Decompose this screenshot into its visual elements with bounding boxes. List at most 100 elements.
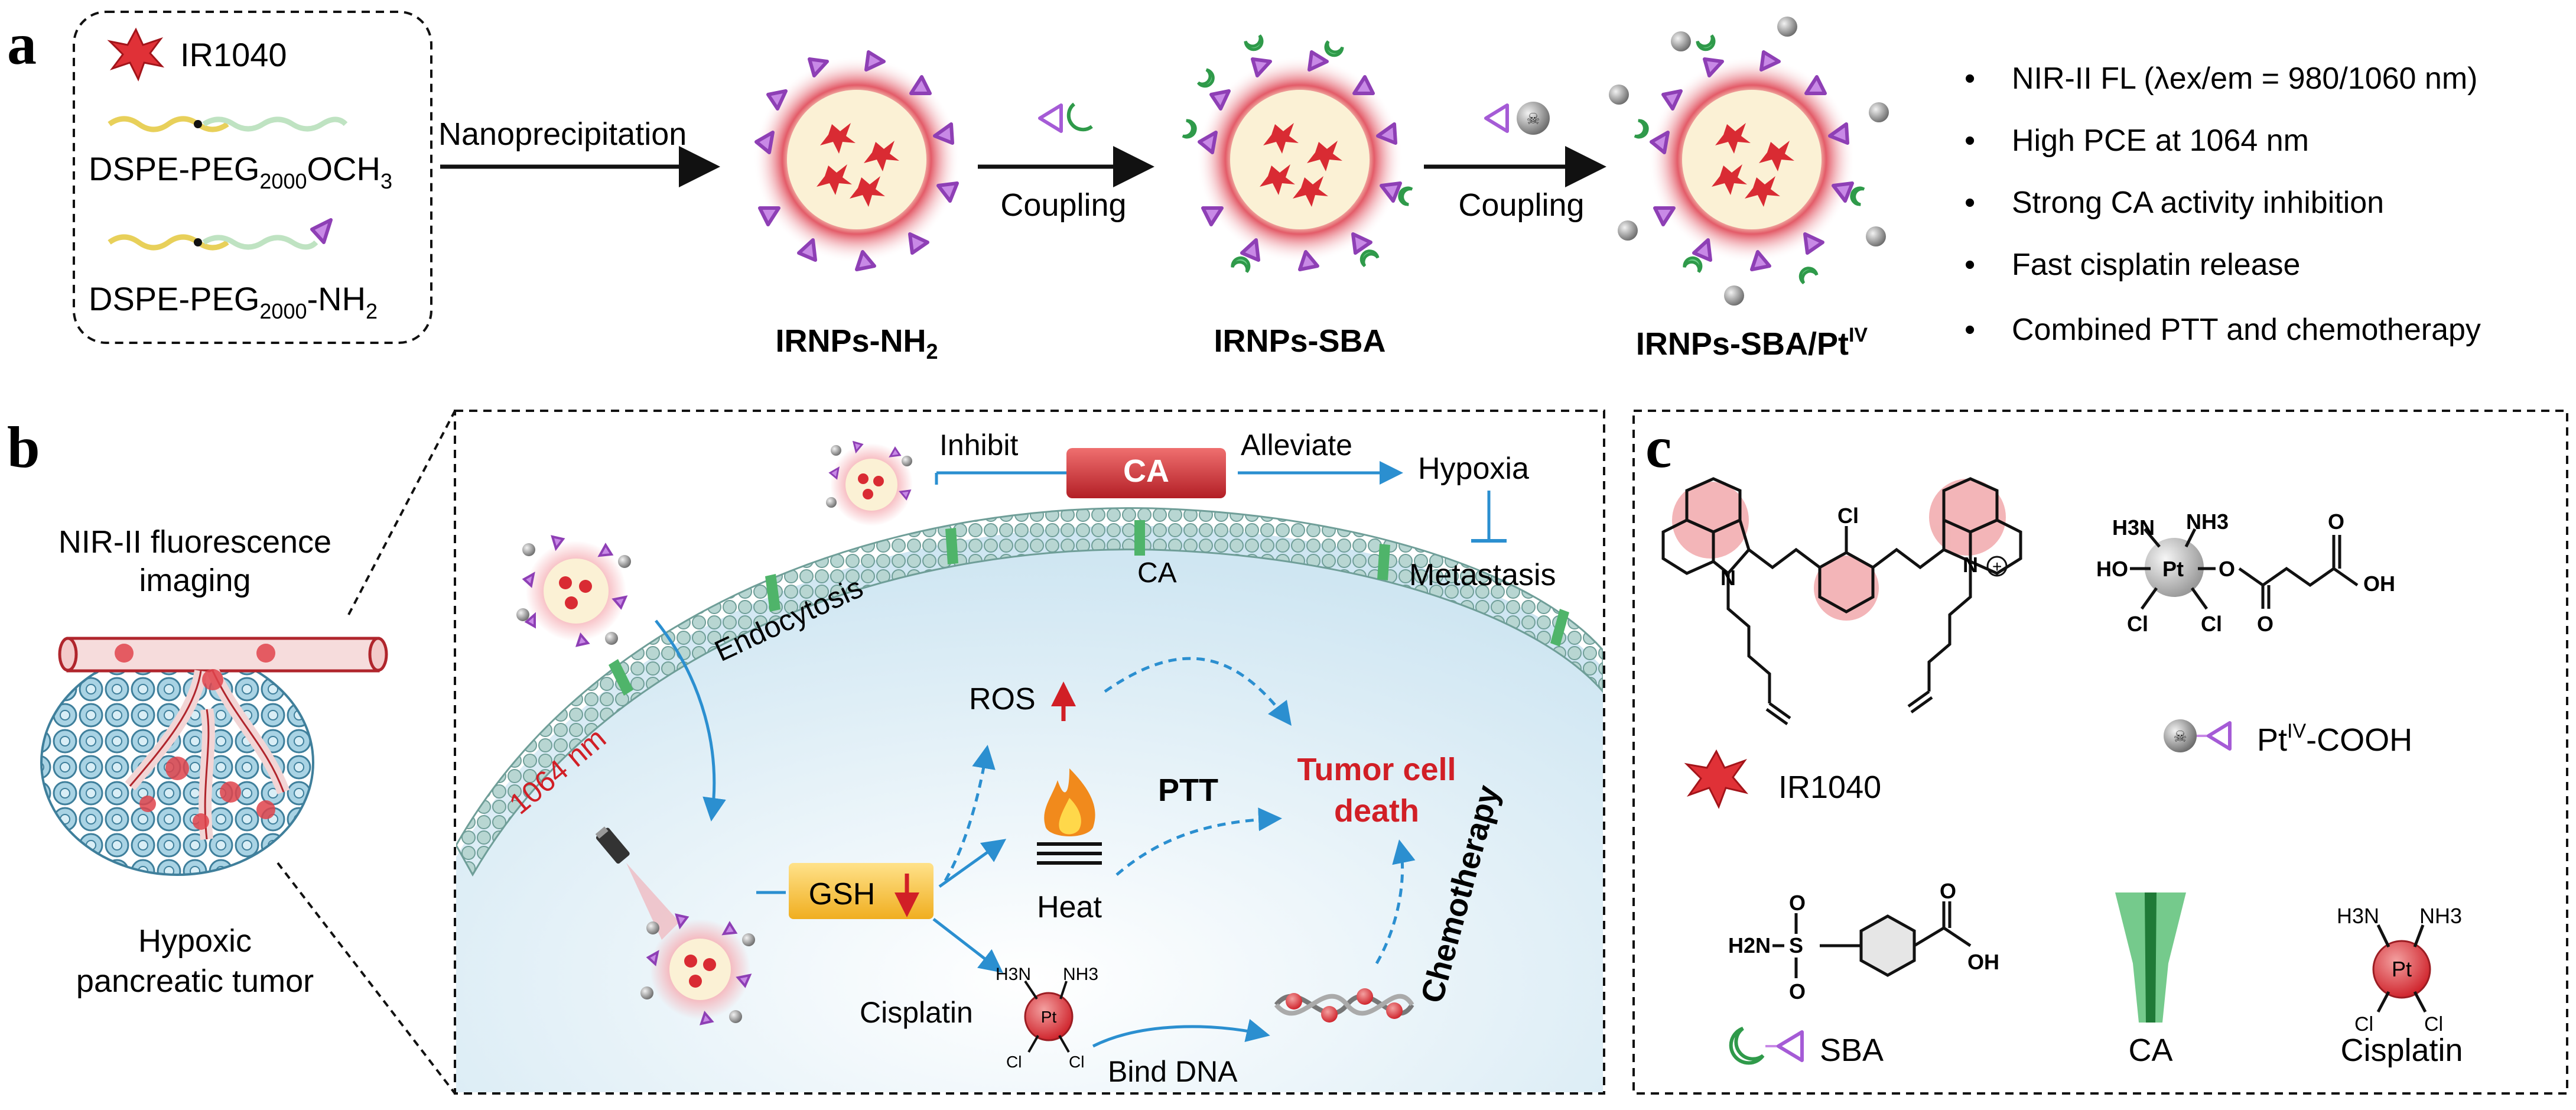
tumor-illustration bbox=[40, 637, 388, 876]
panel-a-letter: a bbox=[7, 11, 37, 77]
sba-ligands-icon bbox=[754, 50, 959, 271]
endocytosis-arrow bbox=[655, 619, 726, 822]
ptiv-oh: OH bbox=[2363, 572, 2395, 596]
tumor-death-line1: Tumor cell bbox=[1297, 752, 1456, 787]
bind-dna-label: Bind DNA bbox=[1108, 1055, 1238, 1088]
tumor-label-line1: Hypoxic bbox=[138, 923, 252, 959]
imaging-label-line2: imaging bbox=[139, 563, 251, 598]
feature-item: NIR-II FL (λex/em = 980/1060 nm) bbox=[2012, 61, 2477, 96]
ptt-label: PTT bbox=[1158, 773, 1218, 808]
ptiv-h3n: H3N bbox=[2112, 515, 2155, 540]
irnps-sba-ptiv-name: IRNPs-SBA/PtIV bbox=[1636, 324, 1868, 362]
sba-s: S bbox=[1789, 933, 1803, 958]
ca-box bbox=[1066, 448, 1226, 498]
svg-text:Pt: Pt bbox=[1041, 1008, 1057, 1026]
surface-nanoparticle bbox=[826, 440, 913, 526]
metastasis-label: Metastasis bbox=[1409, 558, 1556, 592]
imaging-label-line1: NIR-II fluorescence bbox=[58, 524, 331, 560]
sba-oh: OH bbox=[1967, 950, 1999, 974]
ptiv-o2: O bbox=[2257, 612, 2273, 636]
svg-text:Cl: Cl bbox=[1069, 1053, 1084, 1071]
irnps-sba-ptiv-nanoparticle bbox=[1609, 17, 1889, 306]
peg-nh2-chain-icon bbox=[108, 234, 229, 251]
mechanism-box bbox=[454, 410, 1605, 1095]
ir1040-n1: N bbox=[1720, 566, 1736, 590]
nanoprecipitation-label: Nanoprecipitation bbox=[438, 116, 687, 152]
ca-label: CA bbox=[2128, 1033, 2172, 1068]
feature-bullet: • bbox=[1964, 124, 1975, 158]
feature-bullet: • bbox=[1964, 313, 1975, 347]
peg-och3-chain-icon bbox=[108, 116, 229, 132]
ptiv-cl-a: Cl bbox=[2127, 612, 2148, 636]
svg-text:H3N: H3N bbox=[996, 965, 1031, 984]
feature-bullet: • bbox=[1964, 186, 1975, 220]
ptiv-cl-b: Cl bbox=[2201, 612, 2222, 636]
irnps-sba-name: IRNPs-SBA bbox=[1214, 323, 1385, 359]
ptiv-structure: H3N NH3 HO Pt O O O OH Cl Cl bbox=[2096, 509, 2395, 636]
gsh-label: GSH bbox=[809, 877, 876, 911]
ca-membrane-label: CA bbox=[1137, 557, 1177, 589]
sba-reagent-icon bbox=[1038, 102, 1093, 133]
tumor-death-line2: death bbox=[1334, 793, 1419, 829]
ptiv-o3: O bbox=[2328, 509, 2344, 534]
ptiv-o1: O bbox=[2219, 557, 2235, 581]
svg-text:Cl: Cl bbox=[2354, 1013, 2373, 1036]
ptiv-label: PtIV-COOH bbox=[2257, 720, 2412, 758]
sba-o4: O bbox=[1789, 891, 1806, 915]
ir1040-legend-star-icon bbox=[1684, 749, 1749, 809]
ptiv-legend-icon: ☠ bbox=[2164, 719, 2232, 752]
feature-list: • NIR-II FL (λex/em = 980/1060 nm) • Hig… bbox=[1964, 61, 2481, 347]
svg-text:H3N: H3N bbox=[2337, 904, 2379, 928]
svg-text:NH3: NH3 bbox=[1063, 965, 1098, 984]
irnps-nh2-name: IRNPs-NH2 bbox=[775, 323, 938, 363]
ptiv-pt: Pt bbox=[2162, 557, 2184, 581]
ir1040-structure bbox=[1661, 477, 2022, 726]
svg-text:Cl: Cl bbox=[2424, 1013, 2443, 1036]
irnps-nh2-nanoparticle bbox=[753, 50, 960, 271]
ca-box-label: CA bbox=[1123, 453, 1169, 489]
flame-icon bbox=[1037, 768, 1102, 865]
ir1040-cl: Cl bbox=[1837, 504, 1859, 528]
irnps-sba-nanoparticle bbox=[1182, 34, 1413, 273]
legend-peg-och3: DSPE-PEG2000OCH3 bbox=[89, 150, 392, 193]
heat-label: Heat bbox=[1037, 890, 1102, 924]
sba-structure: H2N S O O O OH bbox=[1728, 879, 1999, 1004]
dna-icon bbox=[1274, 988, 1414, 1023]
sba-ligand-icon bbox=[310, 218, 333, 244]
panel-c-letter: c bbox=[1645, 414, 1671, 480]
legend-peg-nh2: DSPE-PEG2000-NH2 bbox=[89, 280, 378, 323]
platinum-prodrug-icons bbox=[1609, 17, 1889, 306]
alleviate-label: Alleviate bbox=[1241, 429, 1352, 462]
panel-b-letter: b bbox=[7, 414, 40, 480]
cisplatin-structure: Pt H3N NH3 Cl Cl bbox=[2337, 904, 2462, 1036]
sba-h2n: H2N bbox=[1728, 933, 1771, 958]
ptiv-nh3: NH3 bbox=[2186, 509, 2229, 534]
feature-bullet: • bbox=[1964, 248, 1975, 282]
sba-label: SBA bbox=[1820, 1033, 1884, 1068]
tumor-label-line2: pancreatic tumor bbox=[76, 963, 314, 999]
svg-text:☠: ☠ bbox=[1526, 110, 1540, 128]
cell-membrane bbox=[456, 507, 1603, 877]
svg-text:Cl: Cl bbox=[1006, 1053, 1022, 1071]
ros-label: ROS bbox=[969, 682, 1036, 716]
structures-box bbox=[1632, 410, 2568, 1095]
ptiv-ho: HO bbox=[2096, 557, 2128, 581]
feature-item: High PCE at 1064 nm bbox=[2012, 124, 2309, 158]
cisplatin-struct-label: Cisplatin bbox=[2340, 1033, 2463, 1068]
svg-text:Pt: Pt bbox=[2392, 957, 2412, 981]
legend-ir1040: IR1040 bbox=[180, 36, 287, 73]
legend-box bbox=[73, 11, 432, 344]
ir1040-n2: N bbox=[1963, 553, 1978, 577]
sba-o5: O bbox=[1789, 979, 1806, 1004]
sba-o6: O bbox=[1940, 879, 1956, 903]
ca-enzyme-icon bbox=[2115, 892, 2186, 1023]
feature-item: Strong CA activity inhibition bbox=[2012, 186, 2384, 220]
incoming-nanoparticle bbox=[516, 535, 631, 647]
ir1040-star-icon bbox=[107, 27, 165, 82]
cisplatin-molecule-icon: Pt H3N NH3 Cl Cl bbox=[996, 965, 1098, 1071]
feature-item: Fast cisplatin release bbox=[2012, 248, 2300, 282]
internalized-nanoparticle bbox=[640, 913, 755, 1025]
feature-item: Combined PTT and chemotherapy bbox=[2012, 313, 2481, 347]
svg-text:☠: ☠ bbox=[2173, 728, 2187, 745]
